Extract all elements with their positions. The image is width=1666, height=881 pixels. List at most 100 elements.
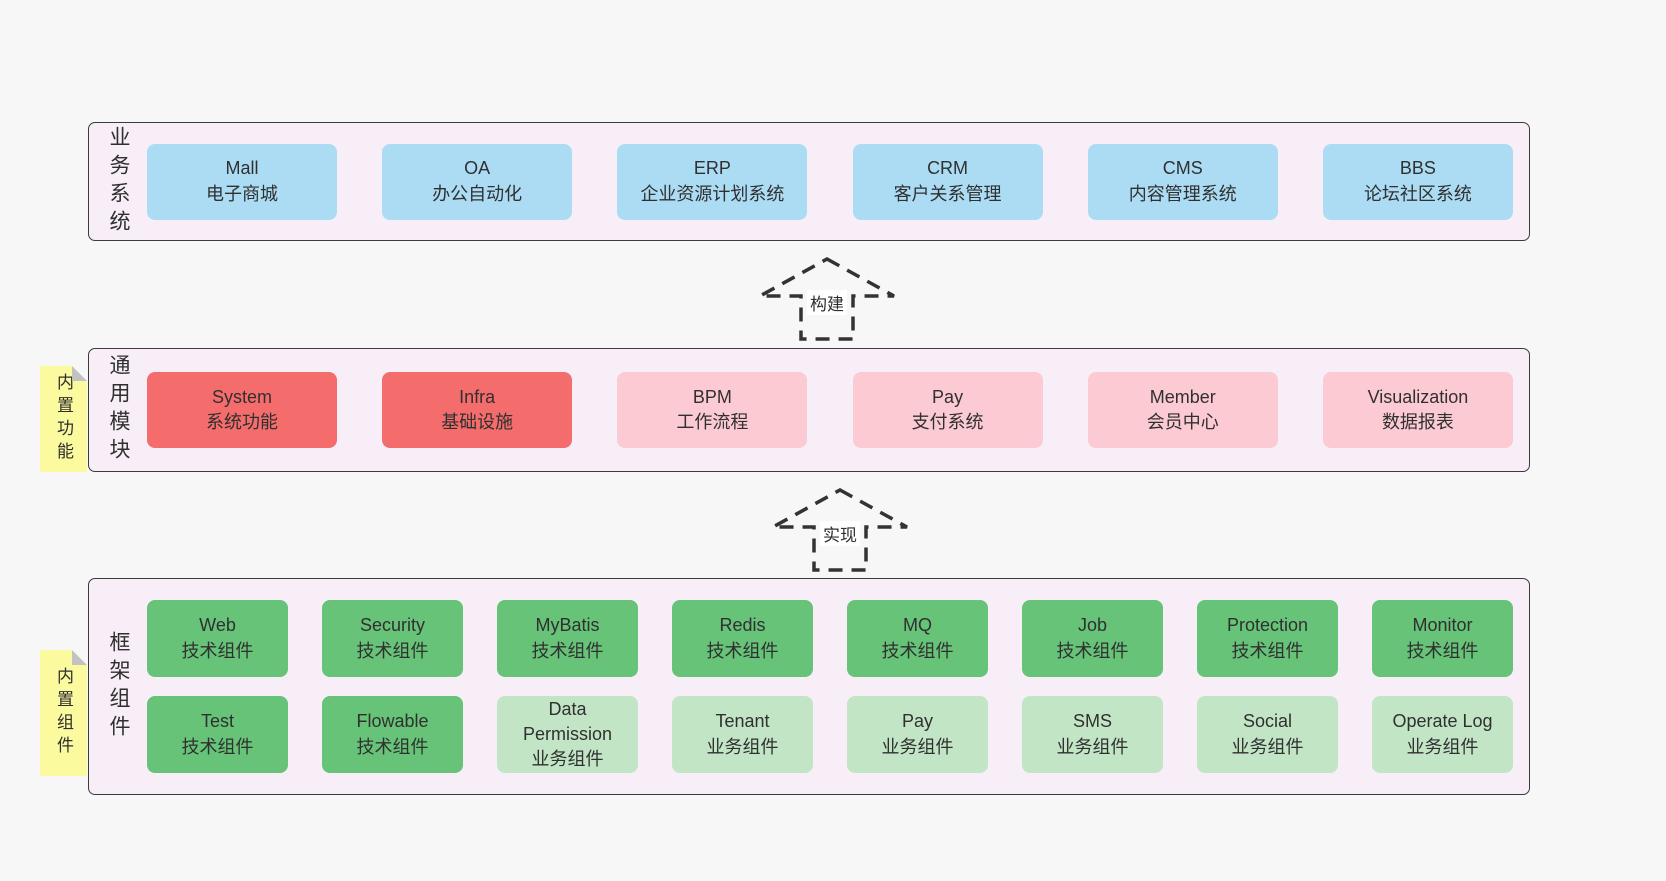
box-bpm: BPM 工作流程: [617, 372, 808, 448]
box-title: Monitor: [1412, 615, 1473, 636]
framework-components-row-2: Test 技术组件 Flowable 技术组件 Data Permission …: [147, 696, 1513, 773]
arrow-build: 构建: [757, 256, 897, 342]
box-operate-log: Operate Log 业务组件: [1372, 696, 1513, 773]
business-systems-row: Mall 电子商城 OA 办公自动化 ERP 企业资源计划系统 CRM 客户关系…: [147, 143, 1513, 220]
section-business-systems: 业务系统 Mall 电子商城 OA 办公自动化 ERP 企业资源计划系统 CRM…: [88, 122, 1530, 241]
box-pay-component: Pay 业务组件: [847, 696, 988, 773]
dashed-up-arrow-icon: [772, 488, 908, 572]
box-subtitle: 办公自动化: [432, 183, 523, 204]
box-social: Social 业务组件: [1197, 696, 1338, 773]
box-title: Job: [1077, 615, 1108, 636]
box-subtitle: 技术组件: [1406, 640, 1479, 661]
framework-components-rows: Web 技术组件 Security 技术组件 MyBatis 技术组件 Redi…: [147, 579, 1513, 794]
box-protection: Protection 技术组件: [1197, 600, 1338, 677]
box-title: Web: [199, 615, 236, 636]
box-mq: MQ 技术组件: [847, 600, 988, 677]
sticky-built-in-components: 内置组件: [40, 650, 87, 776]
section-framework-components: 框架组件 Web 技术组件 Security 技术组件 MyBatis 技术组件…: [88, 578, 1530, 795]
box-flowable: Flowable 技术组件: [322, 696, 463, 773]
box-subtitle: 业务组件: [1056, 736, 1129, 757]
box-title: Flowable: [356, 711, 429, 732]
arrow-build-label: 构建: [807, 290, 847, 315]
box-title: MyBatis: [535, 615, 600, 636]
box-tenant: Tenant 业务组件: [672, 696, 813, 773]
section-label-framework-components: 框架组件: [107, 630, 130, 743]
box-subtitle: 基础设施: [441, 412, 514, 432]
box-bbs: BBS 论坛社区系统: [1322, 143, 1513, 220]
box-subtitle: 技术组件: [531, 640, 604, 661]
sticky-built-in-features: 内置功能: [40, 366, 87, 472]
box-title: Operate Log: [1392, 711, 1493, 732]
box-subtitle: 企业资源计划系统: [640, 183, 785, 204]
arrow-implement: 实现: [770, 487, 910, 573]
box-subtitle: 技术组件: [356, 736, 429, 757]
box-title: CRM: [927, 158, 969, 179]
box-subtitle: 数据报表: [1381, 412, 1454, 432]
box-subtitle: 技术组件: [881, 640, 954, 661]
box-erp: ERP 企业资源计划系统: [617, 143, 808, 220]
box-subtitle: 业务组件: [1406, 736, 1479, 757]
box-mybatis: MyBatis 技术组件: [497, 600, 638, 677]
section-label-common-modules: 通用模块: [107, 354, 130, 466]
box-pay-system: Pay 支付系统: [852, 372, 1043, 448]
box-subtitle: 电子商城: [206, 183, 278, 204]
box-system: System 系统功能: [147, 372, 337, 448]
box-title: Test: [200, 711, 234, 732]
box-subtitle: 内容管理系统: [1128, 183, 1237, 204]
box-subtitle: 技术组件: [1231, 640, 1304, 661]
box-subtitle: 业务组件: [706, 736, 779, 757]
box-title: BBS: [1399, 158, 1436, 179]
box-title: ERP: [693, 158, 731, 179]
box-title: Pay: [901, 711, 934, 732]
box-title: Data Permission: [522, 698, 613, 744]
sticky-fold-corner: [72, 650, 87, 665]
section-label-business-systems: 业务系统: [107, 125, 130, 238]
box-title: Infra: [459, 386, 496, 407]
box-infra: Infra 基础设施: [382, 372, 573, 448]
box-subtitle: 工作流程: [676, 412, 749, 432]
box-title: OA: [464, 158, 491, 179]
box-subtitle: 业务组件: [1231, 736, 1304, 757]
box-subtitle: 业务组件: [531, 749, 604, 770]
box-title: Protection: [1226, 615, 1309, 636]
common-modules-row: System 系统功能 Infra 基础设施 BPM 工作流程 Pay 支付系统…: [147, 372, 1513, 448]
box-member: Member 会员中心: [1087, 372, 1278, 448]
box-test: Test 技术组件: [147, 696, 288, 773]
box-title: Tenant: [715, 711, 770, 732]
box-title: CMS: [1162, 158, 1203, 179]
box-web: Web 技术组件: [147, 600, 288, 677]
box-security: Security 技术组件: [322, 600, 463, 677]
box-mall: Mall 电子商城: [147, 143, 337, 220]
box-visualization: Visualization 数据报表: [1322, 372, 1513, 448]
box-subtitle: 会员中心: [1146, 412, 1219, 432]
box-title: Pay: [932, 386, 964, 407]
arrow-implement-label: 实现: [820, 521, 860, 546]
box-title: SMS: [1072, 711, 1112, 732]
box-subtitle: 客户关系管理: [893, 183, 1002, 204]
sticky-built-in-components-label: 内置组件: [54, 667, 73, 759]
box-title: Social: [1242, 711, 1293, 732]
framework-components-row-1: Web 技术组件 Security 技术组件 MyBatis 技术组件 Redi…: [147, 600, 1513, 677]
box-title: MQ: [903, 615, 932, 636]
box-oa: OA 办公自动化: [382, 143, 573, 220]
box-job: Job 技术组件: [1022, 600, 1163, 677]
box-redis: Redis 技术组件: [672, 600, 813, 677]
box-cms: CMS 内容管理系统: [1087, 143, 1278, 220]
dashed-up-arrow-icon: [759, 257, 895, 341]
box-subtitle: 支付系统: [911, 412, 984, 432]
box-title: Security: [359, 615, 426, 636]
box-subtitle: 技术组件: [1056, 640, 1129, 661]
box-data-permission: Data Permission 业务组件: [497, 696, 638, 773]
box-title: Visualization: [1367, 386, 1469, 407]
box-subtitle: 技术组件: [356, 640, 429, 661]
sticky-built-in-features-label: 内置功能: [54, 373, 73, 465]
box-title: System: [211, 386, 272, 407]
box-title: Member: [1149, 386, 1216, 407]
box-subtitle: 系统功能: [206, 412, 278, 432]
box-title: BPM: [692, 386, 732, 407]
box-monitor: Monitor 技术组件: [1372, 600, 1513, 677]
box-subtitle: 论坛社区系统: [1363, 183, 1472, 204]
box-crm: CRM 客户关系管理: [852, 143, 1043, 220]
box-subtitle: 技术组件: [706, 640, 779, 661]
